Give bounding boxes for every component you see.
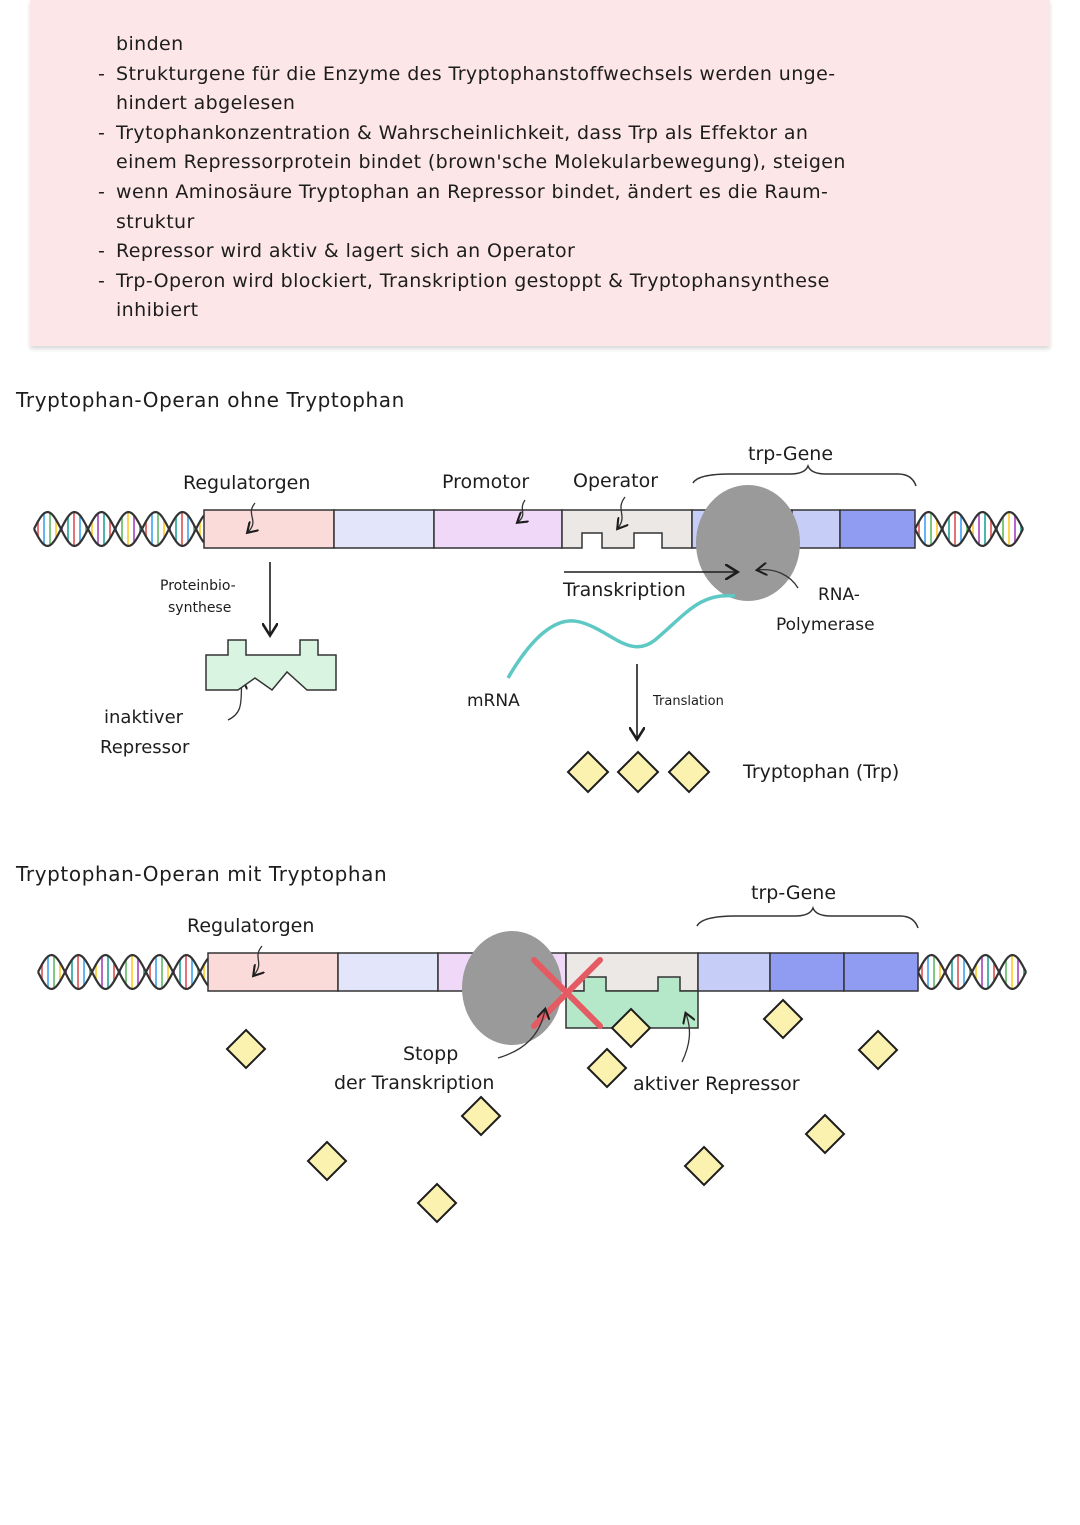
- inactive-repressor-label-1: inaktiver: [104, 707, 184, 728]
- note-line: Repressor wird aktiv & lagert sich an Op…: [92, 237, 1067, 267]
- operator-label: Operator: [573, 470, 658, 492]
- dna-helix-right-2: [917, 953, 1027, 991]
- mrna-strand: [506, 593, 736, 679]
- trp-gene-label-1: trp-Gene: [748, 443, 833, 465]
- dna-backbone: [33, 510, 205, 548]
- trp-gene-a-2: [697, 952, 771, 992]
- trp-gene-brace-2: [696, 905, 919, 929]
- translation-label: Translation: [652, 694, 724, 709]
- promotor-label: Promotor: [442, 471, 529, 493]
- tryptophan-molecule: [616, 750, 660, 794]
- note-line: einem Repressorprotein bindet (brown'sch…: [116, 151, 846, 174]
- dna-backbone: [914, 510, 1024, 548]
- regulatorgen-label-1: Regulatorgen: [183, 472, 310, 494]
- note-line: binden: [116, 33, 184, 55]
- regulatorgen-pointer-2: [254, 945, 262, 975]
- dna-backbone: [37, 953, 209, 991]
- dna-backbone: [37, 953, 209, 991]
- note-line: inhibiert: [116, 299, 199, 322]
- regulatorgen-pointer-1: [248, 502, 255, 532]
- tryptophan-molecule: [804, 1113, 846, 1155]
- dna-backbone: [917, 953, 1027, 991]
- tryptophan-molecule: [416, 1182, 458, 1224]
- inactive-repressor-shape: [205, 639, 337, 692]
- operator-segment-1: [561, 509, 693, 549]
- regulatorgen-label-2: Regulatorgen: [187, 915, 314, 937]
- rna-polymerase-label-1: RNA-: [818, 585, 860, 605]
- tryptophan-molecule: [762, 998, 804, 1040]
- note-line: Strukturgene für die Enzyme des Tryptoph…: [92, 60, 1067, 90]
- promotor-segment-1: [433, 509, 563, 549]
- tryptophan-molecule: [610, 1007, 652, 1049]
- diagram2-title: Tryptophan-Operan mit Tryptophan: [16, 862, 388, 886]
- rna-polymerase-2: [462, 931, 562, 1045]
- note-line: Trytophankonzentration & Wahrscheinlichk…: [92, 119, 1067, 149]
- notes-list: bindenStrukturgene für die Enzyme des Tr…: [92, 30, 1067, 326]
- tryptophan-molecule: [683, 1145, 725, 1187]
- active-repressor-label: aktiver Repressor: [633, 1073, 800, 1095]
- regulatorgen-segment-1: [203, 509, 335, 549]
- proteinbiosynthese-label-1: Proteinbio-: [160, 578, 236, 594]
- proteinbiosynthese-label-2: synthese: [168, 600, 231, 616]
- trp-gene-brace-1: [692, 463, 917, 487]
- operator-pointer-1: [618, 496, 625, 528]
- rna-polymerase-1: [696, 485, 800, 601]
- tryptophan-molecule: [306, 1140, 348, 1182]
- note-line: hindert abgelesen: [116, 92, 296, 115]
- polymerase-pointer: [758, 570, 799, 589]
- tryptophan-molecule: [460, 1095, 502, 1137]
- tryptophan-molecule: [566, 750, 610, 794]
- stopp-label-1: Stopp: [403, 1043, 458, 1065]
- tryptophan-molecule: [586, 1047, 628, 1089]
- diagram1-title: Tryptophan-Operan ohne Tryptophan: [16, 388, 405, 412]
- trp-gene-c-1: [839, 509, 916, 549]
- dna-backbone: [33, 510, 205, 548]
- diagram1: Regulatorgen Promotor Operator trp-Gene …: [33, 443, 1024, 794]
- spacer-segment-2: [337, 952, 439, 992]
- tryptophan-molecule: [667, 750, 711, 794]
- trp-gene-b-2: [769, 952, 845, 992]
- mrna-label: mRNA: [467, 691, 520, 711]
- dna-helix-left-1: [33, 510, 205, 548]
- diagram2: Regulatorgen trp-Gene Stopp der Transkri…: [37, 882, 1027, 1224]
- note-line: Trp-Operon wird blockiert, Transkription…: [92, 267, 1067, 297]
- dna-helix-right-1: [914, 510, 1024, 548]
- trp-gene-label-2: trp-Gene: [751, 882, 836, 904]
- promotor-pointer-1: [518, 499, 525, 522]
- tryptophan-molecule: [857, 1029, 899, 1071]
- stopp-label-2: der Transkription: [334, 1072, 494, 1094]
- transkription-label: Transkription: [562, 579, 686, 601]
- note-line: struktur: [116, 210, 195, 233]
- stopp-pointer: [497, 1010, 545, 1059]
- tryptophan-molecules-2: [225, 998, 899, 1224]
- spacer-segment-1: [333, 509, 435, 549]
- trp-gene-b-1: [791, 509, 841, 549]
- trp-gene-c-2: [843, 952, 919, 992]
- note-line: wenn Aminosäure Tryptophan an Repressor …: [92, 178, 1067, 208]
- tryptophan-label: Tryptophan (Trp): [742, 761, 899, 783]
- inactive-repressor-label-2: Repressor: [100, 737, 190, 758]
- dna-helix-left-2: [37, 953, 209, 991]
- active-repressor-pointer: [681, 1014, 689, 1063]
- tryptophan-molecule: [225, 1028, 267, 1070]
- regulatorgen-segment-2: [207, 952, 339, 992]
- rna-polymerase-label-2: Polymerase: [776, 615, 875, 635]
- notes-box: bindenStrukturgene für die Enzyme des Tr…: [30, 0, 1050, 346]
